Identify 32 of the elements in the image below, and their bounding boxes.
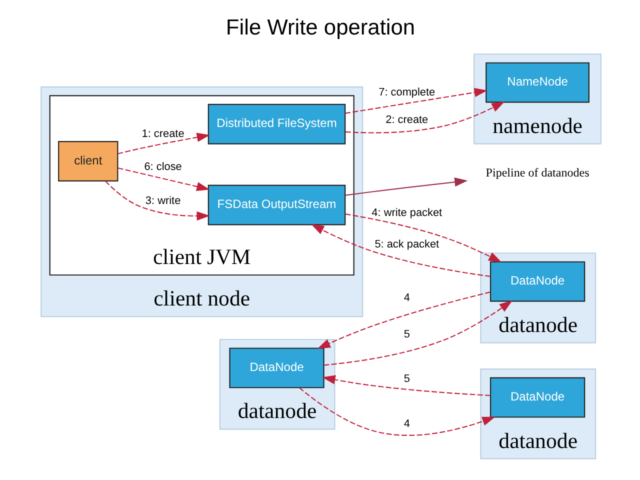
edge-label: 4 — [403, 418, 410, 430]
edge-label: 7: complete — [378, 86, 435, 99]
arrow — [322, 375, 490, 396]
edge-label: 3: write — [144, 194, 180, 207]
arrow — [117, 132, 210, 154]
edge-label: 1: create — [141, 128, 184, 140]
node-text: Pipeline of datanodes — [485, 165, 589, 180]
edge-label: 4: write packet — [371, 206, 442, 219]
arrow — [298, 387, 495, 436]
edge-label: 6: close — [144, 161, 182, 174]
edge-label: 4 — [403, 292, 410, 304]
arrow — [344, 214, 502, 262]
diagram-title: File Write operation — [225, 14, 415, 40]
arrow — [310, 224, 490, 277]
node-box: FSData OutputStream — [207, 184, 346, 226]
edge-label: 5 — [403, 373, 410, 386]
node-box: Distributed FileSystem — [207, 104, 346, 144]
arrow — [344, 88, 487, 114]
node-box: NameNode — [485, 62, 589, 103]
node-box: DataNode — [228, 348, 324, 388]
arrow — [104, 180, 210, 221]
arrow — [344, 178, 468, 196]
arrow — [344, 102, 504, 134]
edge-label: 2: create — [385, 114, 428, 126]
arrow — [117, 167, 210, 192]
arrow — [316, 292, 490, 349]
node-box: client — [58, 141, 118, 182]
edge-label: 5: ack packet — [374, 238, 439, 251]
node-box: DataNode — [489, 261, 585, 302]
node-box: DataNode — [489, 377, 585, 418]
edge-label: 5 — [403, 328, 410, 340]
arrow — [323, 300, 512, 366]
